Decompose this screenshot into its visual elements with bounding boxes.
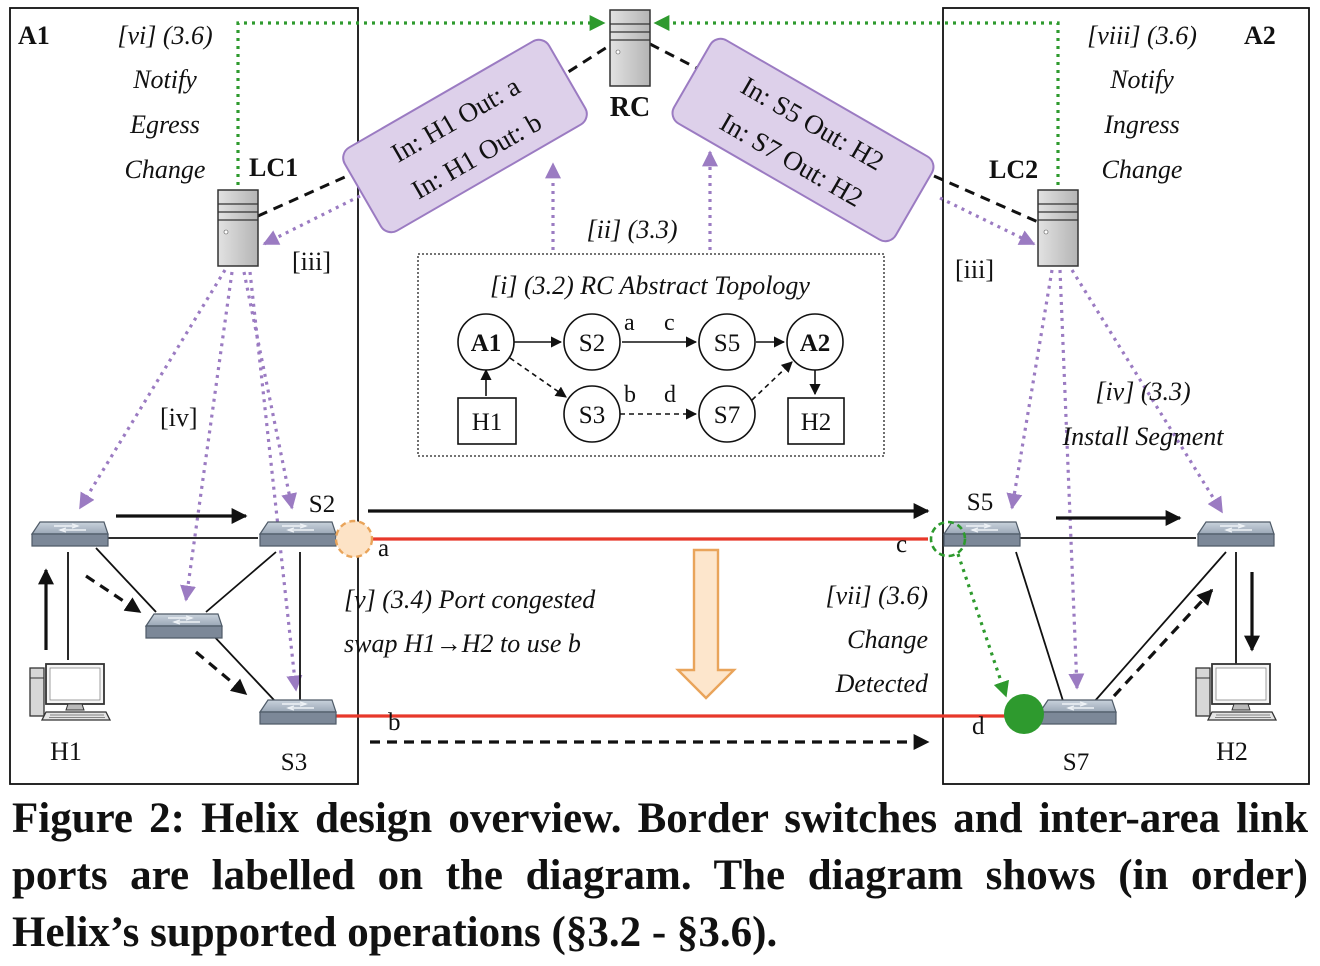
svg-text:[v] (3.4) Port congested: [v] (3.4) Port congested [344, 585, 596, 614]
area-a2-box [942, 7, 1310, 785]
host-h1-label: H1 [50, 737, 82, 766]
topo-node-h2: H2 [801, 409, 832, 436]
inter-area-links [334, 537, 1008, 718]
install-arrows [78, 150, 1224, 692]
svg-text:[viii] (3.6): [viii] (3.6) [1087, 21, 1197, 50]
control-link-rc-left [257, 42, 613, 218]
switch-s1-icon [31, 521, 109, 547]
area-a2-label: A2 [1244, 21, 1276, 50]
lc2-label: LC2 [989, 155, 1038, 184]
swap-down-arrow [675, 548, 737, 700]
lc2-server-icon [1037, 189, 1079, 267]
svg-text:Change: Change [125, 155, 206, 184]
topo-node-s7: S7 [714, 402, 740, 429]
helix-design-diagram: A1 A2 RC In: H1 Out: a In: H1 Out: b In:… [9, 7, 1310, 785]
topology-title: [i] (3.2) RC Abstract Topology [490, 271, 810, 300]
port-d-label: d [972, 713, 985, 740]
rule-box-right: In: S5 Out: H2 In: S7 Out: H2 [671, 37, 935, 243]
notify-egress-path [236, 15, 606, 185]
svg-text:[vi] (3.6): [vi] (3.6) [117, 21, 212, 50]
switch-s5-icon [943, 521, 1021, 547]
topo-node-a2: A2 [800, 330, 831, 357]
topo-node-a1: A1 [471, 330, 502, 357]
topo-node-h1: H1 [472, 409, 503, 436]
area-a1-label: A1 [18, 21, 50, 50]
svg-text:Install Segment: Install Segment [1061, 422, 1224, 451]
figure-caption: Figure 2: Helix design overview. Border … [12, 795, 1308, 956]
links-a1 [67, 537, 301, 701]
svg-text:Change: Change [1102, 155, 1183, 184]
host-h2-icon-shape [1195, 663, 1277, 721]
step-vii-label: [vii] (3.6) Change Detected [825, 581, 929, 698]
topo-node-s2: S2 [579, 330, 605, 357]
svg-text:Change: Change [847, 625, 928, 654]
svg-text:[iv] (3.3): [iv] (3.3) [1095, 377, 1190, 406]
links-a2 [1015, 537, 1237, 705]
rc-server-icon [609, 9, 651, 87]
topo-port-d: d [664, 382, 676, 408]
topology-edges [480, 336, 821, 420]
switch-s7-icon [1039, 699, 1117, 725]
svg-text:Ingress: Ingress [1103, 110, 1180, 139]
svg-text:[vii] (3.6): [vii] (3.6) [825, 581, 928, 610]
switch-s2-label: S2 [309, 491, 335, 518]
svg-text:Egress: Egress [129, 110, 200, 139]
step-vi-label: [vi] (3.6) Notify Egress Change [117, 21, 212, 184]
area-a1-box [9, 7, 359, 785]
lc1-server-icon [217, 189, 259, 267]
traffic-arrows [38, 503, 1260, 750]
topo-port-c: c [664, 310, 675, 336]
topo-port-a: a [624, 310, 635, 336]
switch-s3-label: S3 [281, 749, 307, 776]
svg-text:swap H1→H2 to use b: swap H1→H2 to use b [344, 629, 581, 658]
host-h1-icon [29, 663, 111, 721]
port-c-label: c [896, 531, 907, 558]
switch-s5-label: S5 [967, 489, 993, 516]
topo-port-b: b [624, 382, 636, 408]
svg-text:Notify: Notify [132, 65, 197, 94]
port-b-label: b [388, 709, 401, 736]
switch-s6-icon [1197, 521, 1275, 547]
port-c-marker [929, 520, 967, 558]
switch-s7-label: S7 [1063, 749, 1089, 776]
notify-ingress-path [653, 15, 1060, 185]
port-a-label: a [378, 535, 389, 562]
step-ii-label: [ii] (3.3) [587, 215, 678, 244]
switch-s3-icon [259, 699, 337, 725]
lc1-label: LC1 [249, 153, 298, 182]
topo-node-s3: S3 [579, 402, 605, 429]
port-a-congested-marker [334, 519, 374, 559]
rc-label: RC [610, 92, 650, 123]
svg-text:Notify: Notify [1109, 65, 1174, 94]
switch-s2-icon [259, 521, 337, 547]
change-detected-path [956, 553, 1009, 698]
step-v-label: [v] (3.4) Port congested swap H1→H2 to u… [344, 585, 596, 658]
step-iv-right-label: [iv] (3.3) Install Segment [1061, 377, 1224, 451]
switch-s4-icon [145, 613, 223, 639]
host-h2-label: H2 [1216, 737, 1248, 766]
abstract-topology: [i] (3.2) RC Abstract Topology A1 S2 S5 … [417, 253, 885, 457]
step-iii-right: [iii] [955, 255, 994, 284]
svg-text:Detected: Detected [835, 669, 929, 698]
rule-box-left: In: H1 Out: a In: H1 Out: b [342, 38, 588, 234]
step-viii-label: [viii] (3.6) Notify Ingress Change [1087, 21, 1197, 184]
topo-node-s5: S5 [714, 330, 740, 357]
step-iv-left: [iv] [160, 403, 198, 432]
control-link-rc-right [649, 42, 1039, 224]
step-iii-left: [iii] [292, 247, 331, 276]
port-d-marker [1004, 694, 1044, 734]
